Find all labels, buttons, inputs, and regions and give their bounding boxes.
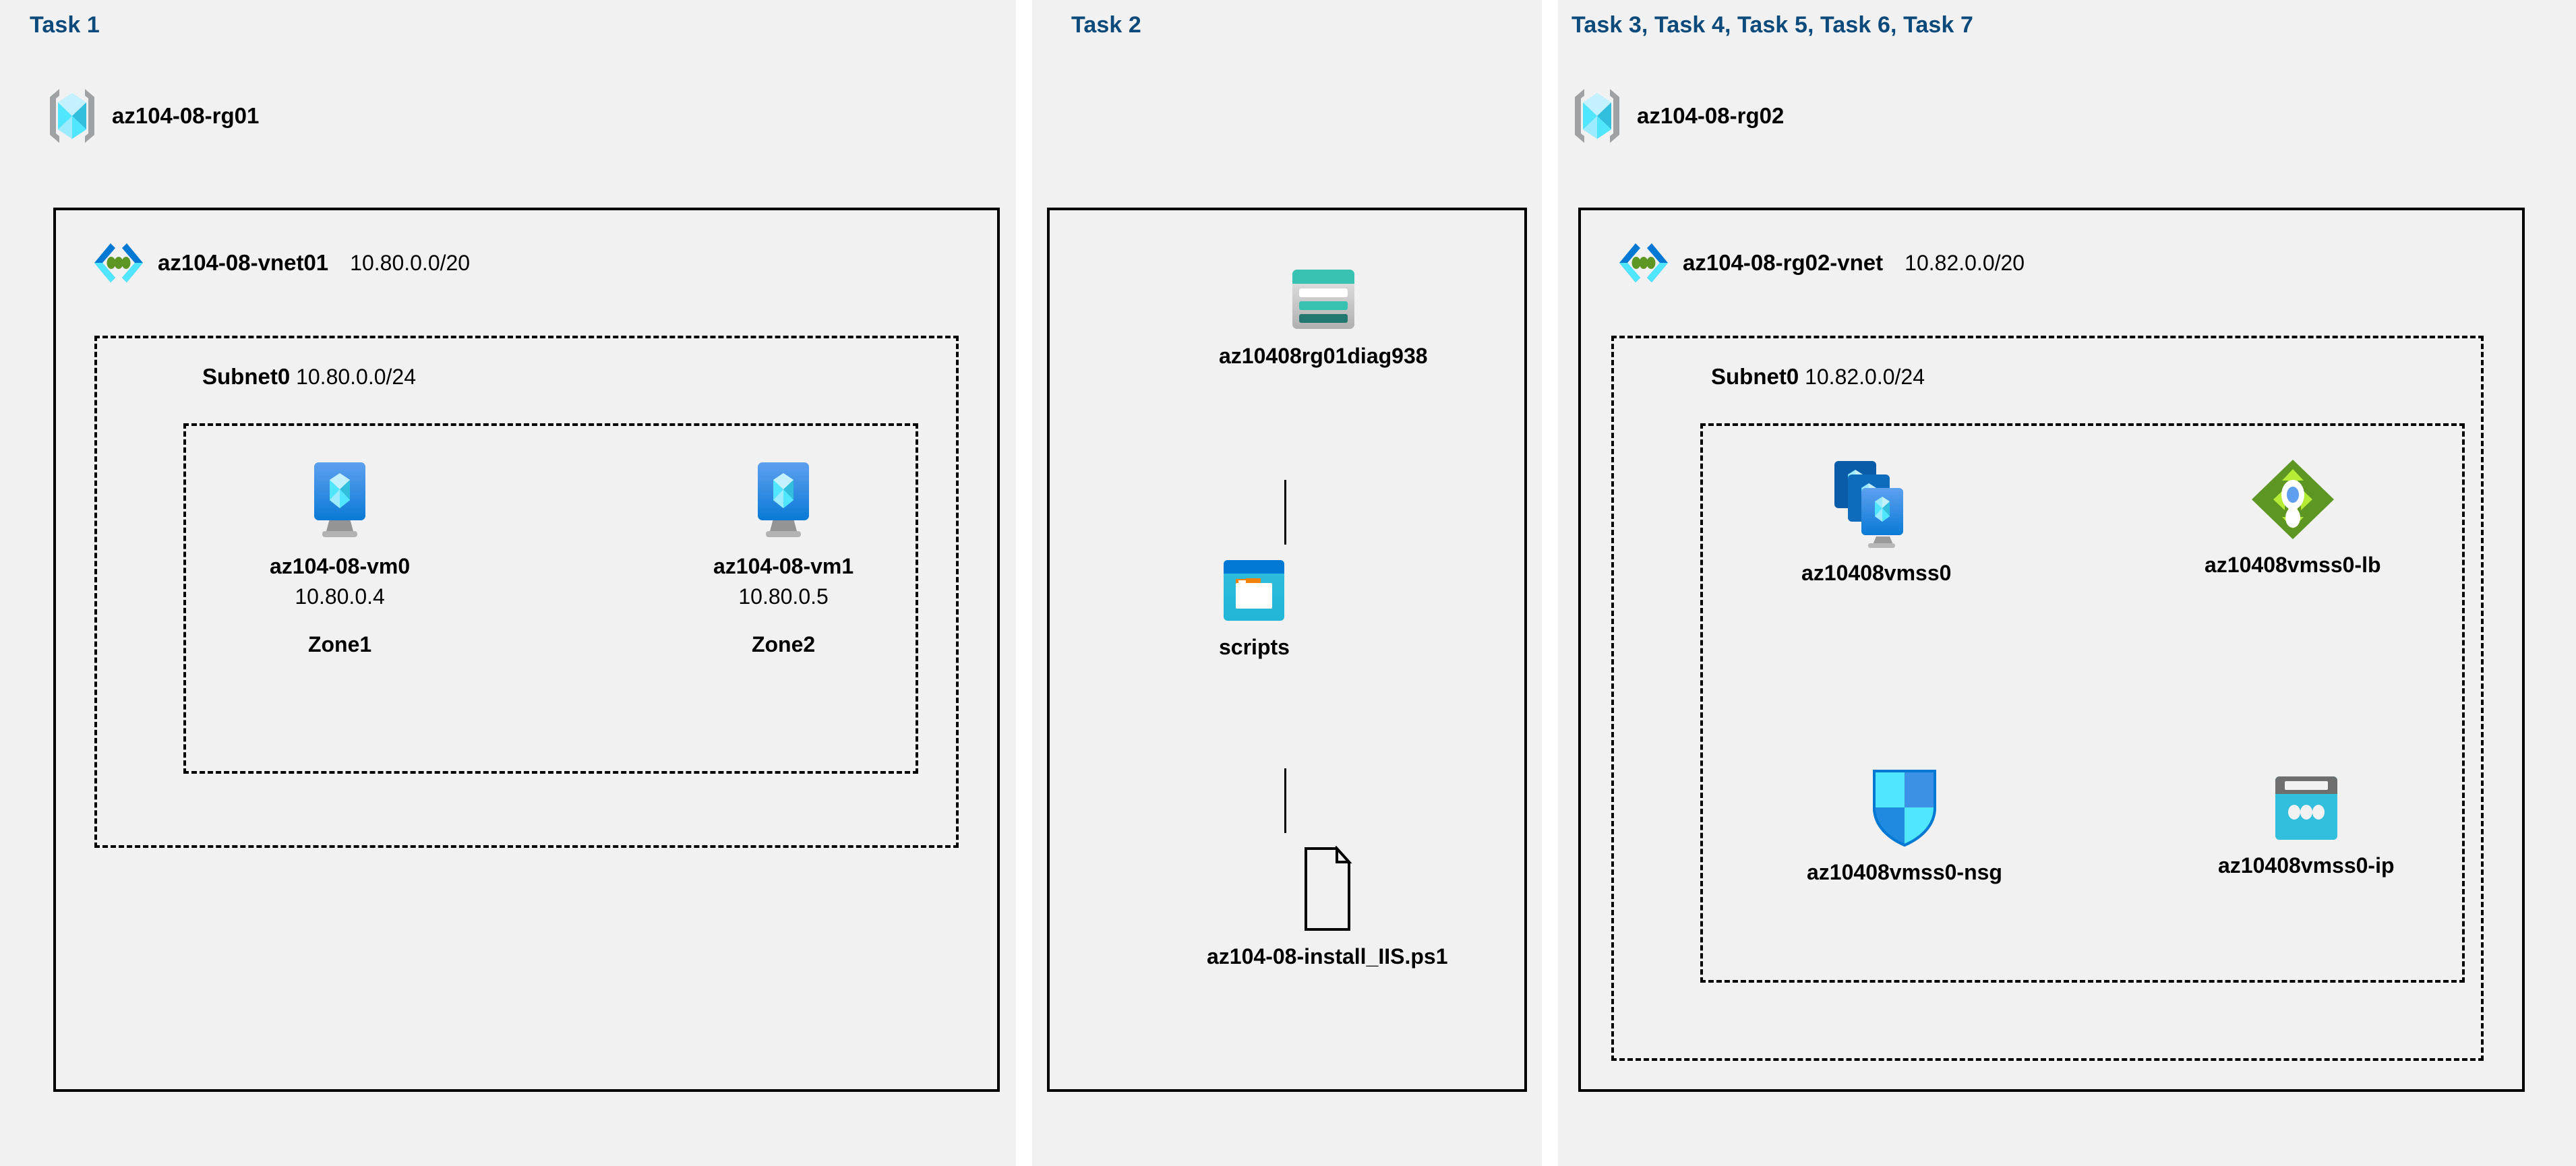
storage-boundary <box>1047 208 1527 1092</box>
resource-group-icon <box>47 86 97 146</box>
network-security-group-name: az10408vmss0-nsg <box>1807 860 2002 884</box>
vm-scale-set-node: az10408vmss0 <box>1801 458 1951 586</box>
vnet01-boundary <box>53 208 1000 1092</box>
file-document-icon <box>1295 846 1360 932</box>
public-ip-address-node: az10408vmss0-ip <box>2218 775 2395 878</box>
vnet-header-vnet01: az104-08-vnet01 10.80.0.0/20 <box>93 241 470 284</box>
vm-zone: Zone2 <box>751 632 816 656</box>
vm-ip-address: 10.80.0.5 <box>738 584 829 609</box>
subnet0-boundary-left <box>94 336 959 848</box>
subnet-name: Subnet0 <box>1711 364 1799 389</box>
storage-account-name: az10408rg01diag938 <box>1219 344 1428 368</box>
load-balancer-name: az10408vmss0-lb <box>2205 553 2381 577</box>
connector-container-to-file <box>1284 768 1286 833</box>
resource-group-row-rg02: az104-08-rg02 <box>1572 86 1784 146</box>
vm-zone: Zone1 <box>307 632 372 656</box>
storage-account-node: az10408rg01diag938 <box>1219 268 1428 369</box>
storage-account-icon <box>1290 268 1357 332</box>
script-file-node: az104-08-install_IIS.ps1 <box>1207 846 1448 969</box>
blob-container-name: scripts <box>1219 635 1290 659</box>
public-ip-address-icon <box>2273 775 2340 841</box>
virtual-network-icon <box>93 241 144 284</box>
virtual-network-icon <box>1618 241 1669 284</box>
vm-ip-address: 10.80.0.4 <box>295 584 385 609</box>
vnet02-boundary <box>1578 208 2525 1092</box>
subnet-cidr: 10.80.0.0/24 <box>296 365 417 389</box>
vm-name: az104-08-vm1 <box>713 554 854 578</box>
subnet-cidr: 10.82.0.0/24 <box>1805 365 1925 389</box>
task2-heading: Task 2 <box>1071 12 1141 38</box>
virtual-machine-icon <box>299 458 380 542</box>
task3-heading: Task 3, Task 4, Task 5, Task 6, Task 7 <box>1571 12 1974 38</box>
resource-group-name: az104-08-rg01 <box>112 103 260 128</box>
script-file-name: az104-08-install_IIS.ps1 <box>1207 944 1448 969</box>
resource-group-name: az104-08-rg02 <box>1637 103 1785 128</box>
zones-boundary <box>183 423 918 774</box>
connector-storage-to-container <box>1284 480 1286 545</box>
task1-heading: Task 1 <box>30 12 100 38</box>
virtual-machine-icon <box>743 458 824 542</box>
network-security-group-icon <box>1870 768 1939 848</box>
blob-container-icon <box>1222 558 1286 623</box>
task1-panel <box>0 0 1016 1166</box>
public-ip-address-name: az10408vmss0-ip <box>2218 853 2395 878</box>
vnet-cidr: 10.80.0.0/20 <box>350 250 471 275</box>
resource-group-row-rg01: az104-08-rg01 <box>47 86 259 146</box>
load-balancer-icon <box>2250 458 2335 541</box>
vnet-name: az104-08-rg02-vnet <box>1683 250 1884 275</box>
subnet-label-left: Subnet0 10.80.0.0/24 <box>202 364 416 390</box>
vm-name: az104-08-vm0 <box>270 554 411 578</box>
subnet0-boundary-right <box>1611 336 2484 1061</box>
blob-container-node: scripts <box>1219 558 1290 660</box>
vm-node-vm0: az104-08-vm0 10.80.0.4 Zone1 <box>270 458 410 657</box>
subnet-name: Subnet0 <box>202 364 291 389</box>
vmss-inner-boundary <box>1700 423 2465 983</box>
load-balancer-node: az10408vmss0-lb <box>2205 458 2381 578</box>
subnet-label-right: Subnet0 10.82.0.0/24 <box>1711 364 1925 390</box>
resource-group-icon <box>1572 86 1622 146</box>
vm-scale-set-icon <box>1829 458 1923 549</box>
task3-panel <box>1558 0 2576 1166</box>
vm-scale-set-name: az10408vmss0 <box>1801 561 1952 585</box>
vnet-cidr: 10.82.0.0/20 <box>1905 250 2025 275</box>
vnet-header-vnet02: az104-08-rg02-vnet 10.82.0.0/20 <box>1618 241 2025 284</box>
vnet-name: az104-08-vnet01 <box>158 250 329 275</box>
network-security-group-node: az10408vmss0-nsg <box>1807 768 2002 885</box>
task2-panel <box>1032 0 1542 1166</box>
vm-node-vm1: az104-08-vm1 10.80.0.5 Zone2 <box>713 458 853 657</box>
